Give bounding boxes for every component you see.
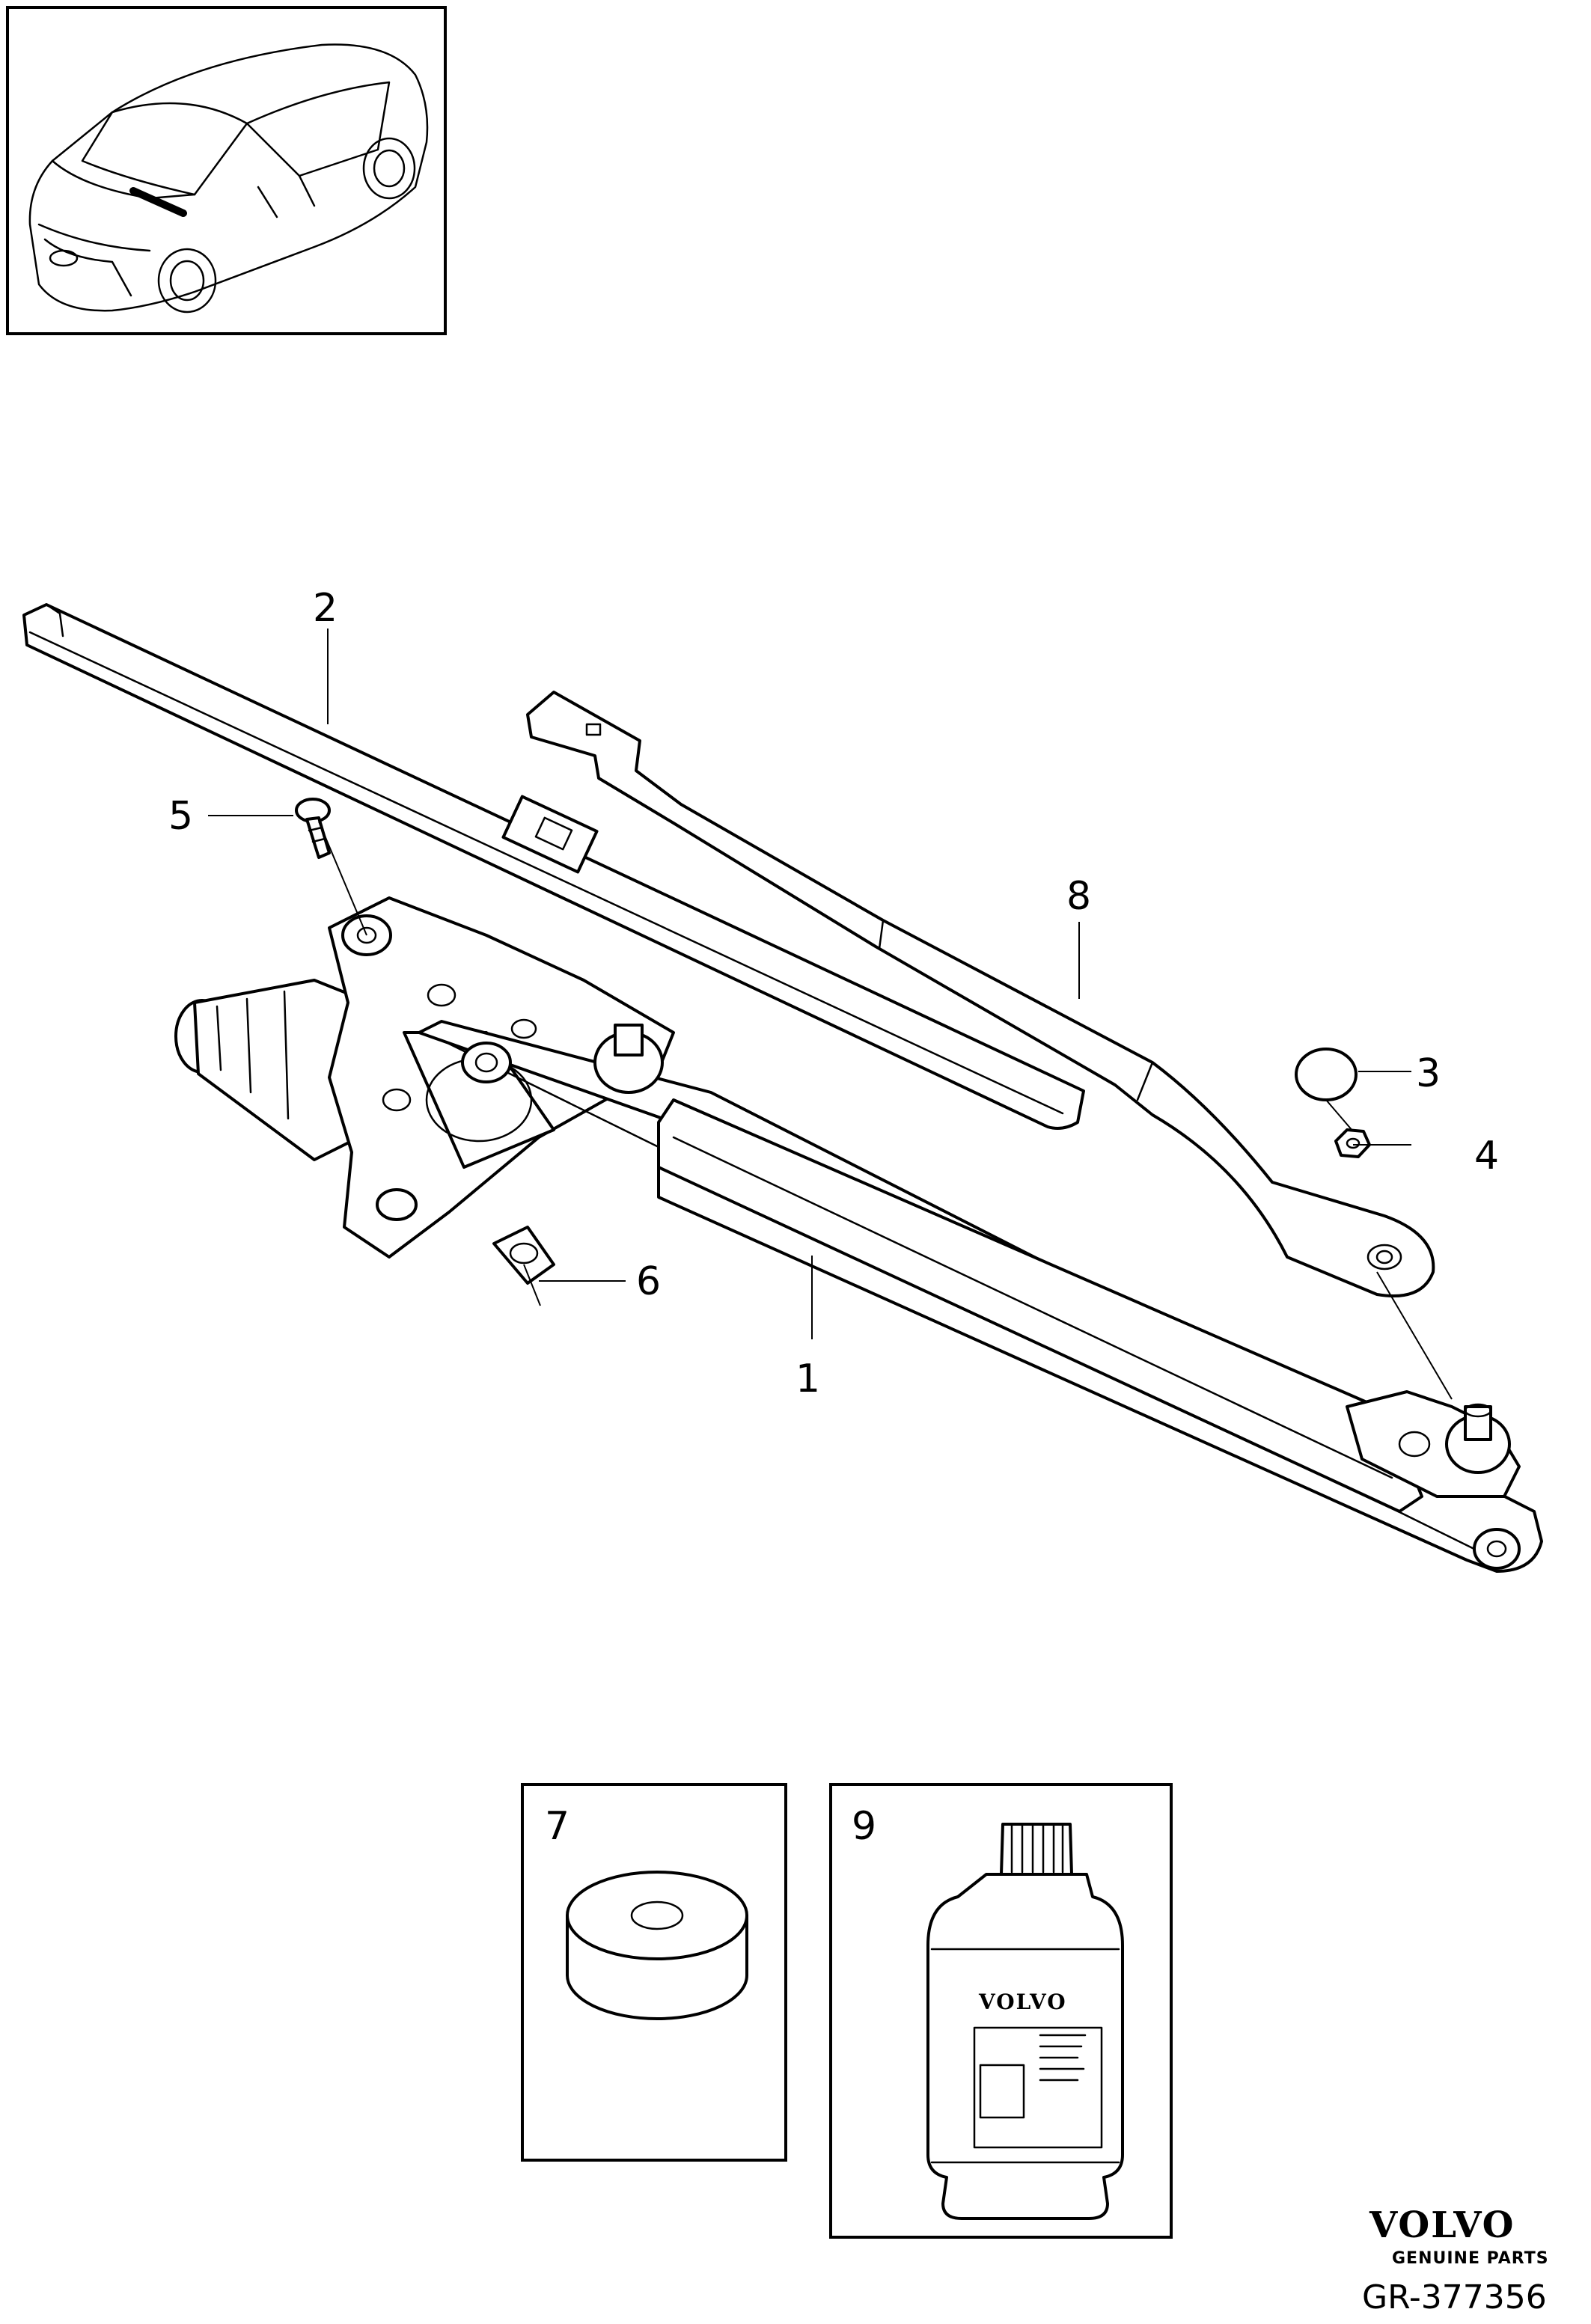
diagram-reference: GR-377356	[1362, 2278, 1547, 2317]
part-1-wiper-linkage	[174, 896, 1543, 1573]
callout-4: 4	[1474, 1134, 1499, 1178]
part-8-wiper-arm	[526, 691, 1435, 1297]
part-5-screw	[295, 798, 331, 859]
spacer-ring-icon	[566, 1871, 748, 2020]
part-3-cap	[1295, 1048, 1358, 1101]
genuine-parts-label: GENUINE PARTS	[1392, 2249, 1549, 2268]
volvo-logo: VOLVO	[1369, 2204, 1515, 2246]
car-outline-icon	[28, 43, 429, 314]
callout-3: 3	[1416, 1051, 1441, 1096]
callout-2: 2	[313, 586, 338, 631]
callout-7: 7	[545, 1804, 569, 1849]
part-7-box: 7	[521, 1783, 787, 2162]
callout-6: 6	[636, 1259, 661, 1304]
part-6-clip	[492, 1226, 555, 1285]
callout-5: 5	[168, 794, 193, 839]
fluid-bottle-icon: VOLVO	[926, 1823, 1124, 2220]
bottle-brand-label: VOLVO	[978, 1990, 1067, 2014]
leader-lines	[208, 629, 1453, 1400]
part-2-wiper-blade	[22, 603, 1085, 1130]
part-4-nut	[1334, 1128, 1371, 1158]
highlighted-wiper-icon	[129, 187, 187, 217]
callout-8: 8	[1066, 874, 1091, 919]
footer: VOLVO GENUINE PARTS GR-377356	[1362, 2204, 1549, 2317]
thumbnail-frame	[6, 6, 447, 335]
vehicle-thumbnail	[6, 6, 447, 335]
callout-9: 9	[852, 1804, 876, 1849]
callout-1: 1	[796, 1357, 820, 1401]
part-9-box: 9 VOLVO	[829, 1783, 1173, 2239]
